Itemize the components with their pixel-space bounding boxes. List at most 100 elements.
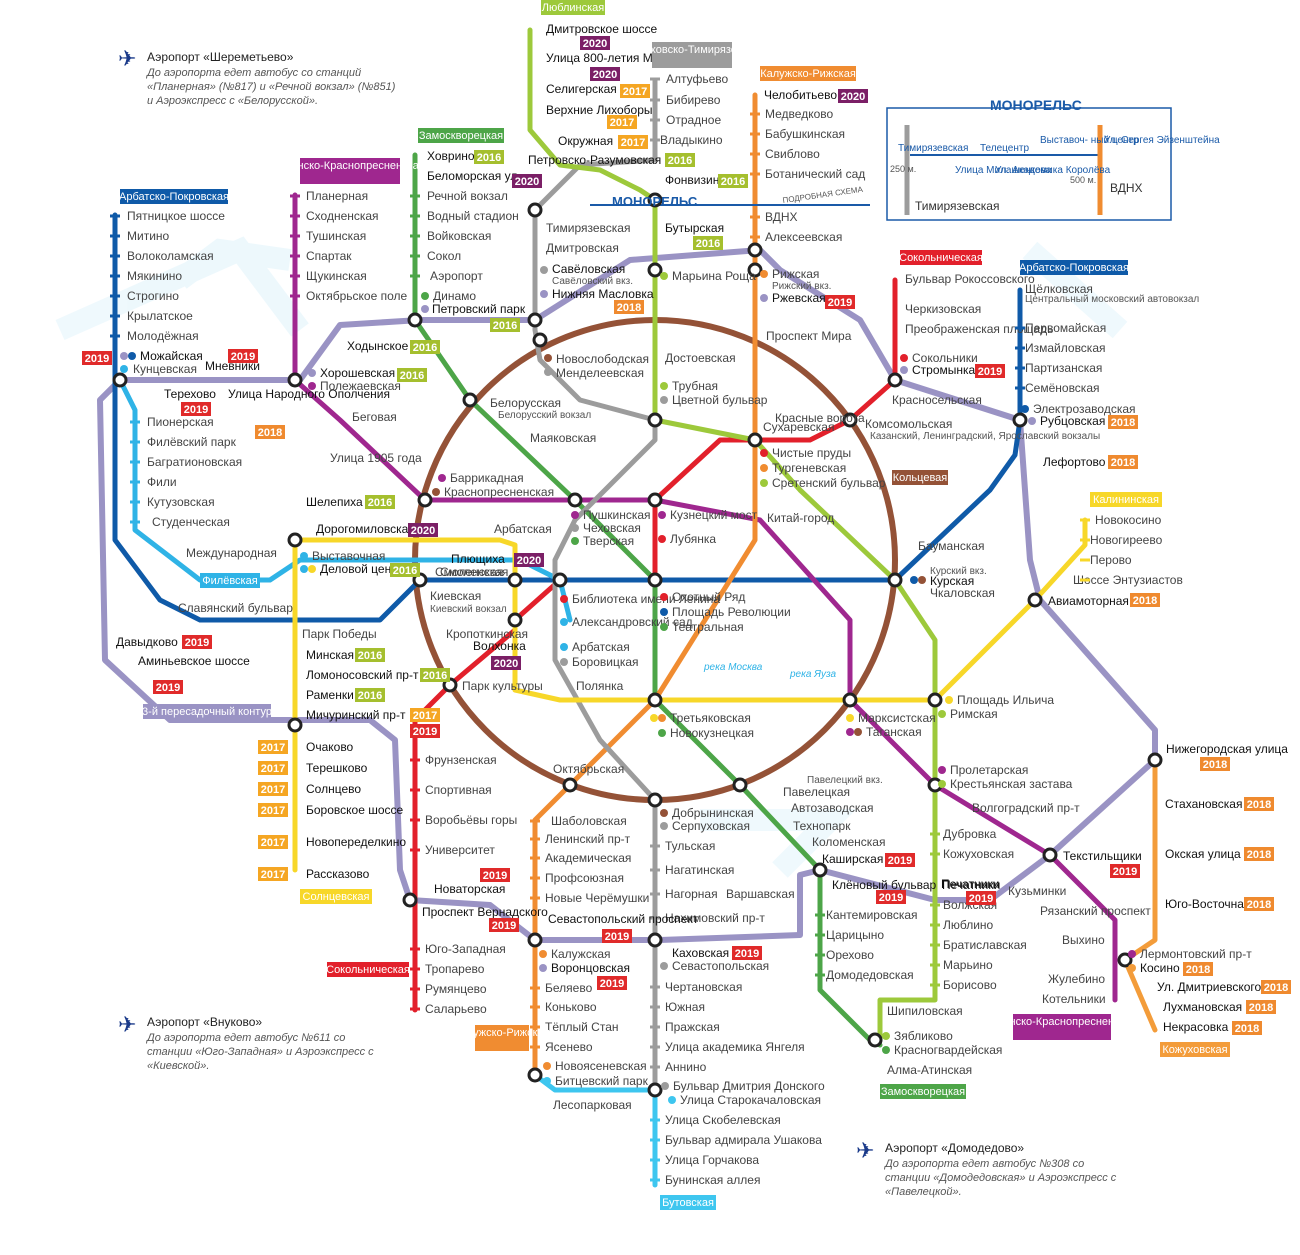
station-label: Бутырская bbox=[665, 221, 724, 235]
interchange-node[interactable] bbox=[527, 1067, 543, 1083]
opening-year-text: 2020 bbox=[841, 91, 865, 103]
interchange-node[interactable] bbox=[647, 572, 663, 588]
interchange-node[interactable] bbox=[867, 1032, 883, 1048]
opening-year-badge: 2019 bbox=[825, 295, 855, 309]
station-label: Преображенская площадь bbox=[905, 322, 1053, 336]
station-label: Петровско-Разумовская bbox=[528, 153, 661, 167]
interchange-node[interactable] bbox=[647, 192, 663, 208]
interchange-node[interactable] bbox=[887, 372, 903, 388]
interchange-node[interactable] bbox=[287, 532, 303, 548]
interchange-node[interactable] bbox=[1027, 592, 1043, 608]
station-label: Минская bbox=[306, 648, 354, 662]
interchange-node[interactable] bbox=[1147, 752, 1163, 768]
opening-year-text: 2019 bbox=[969, 893, 993, 905]
interchange-node[interactable] bbox=[1012, 412, 1028, 428]
opening-year-text: 2019 bbox=[413, 726, 437, 738]
interchange-node[interactable] bbox=[527, 312, 543, 328]
opening-year-badge-bg bbox=[1108, 455, 1138, 469]
station-label: Орехово bbox=[826, 948, 874, 962]
opening-year-text: 2019 bbox=[483, 870, 507, 882]
station-label: Красносельская bbox=[892, 393, 982, 407]
monorail-st-4: Ул. Академика Королёва bbox=[995, 165, 1111, 176]
interchange-node[interactable] bbox=[647, 1082, 663, 1098]
interchange-node[interactable] bbox=[747, 262, 763, 278]
interchange-node[interactable] bbox=[647, 412, 663, 428]
opening-year-badge: 2020 bbox=[838, 89, 868, 103]
opening-year-text: 2016 bbox=[493, 320, 517, 332]
interchange-node[interactable] bbox=[562, 777, 578, 793]
station-label: Перово bbox=[1090, 553, 1132, 567]
station-label: Тушинская bbox=[306, 229, 366, 243]
monorail-note: ПОДРОБНАЯ СХЕМА bbox=[782, 185, 864, 205]
interchange-node[interactable] bbox=[407, 312, 423, 328]
interchange-node[interactable] bbox=[567, 492, 583, 508]
interchange-node[interactable] bbox=[287, 372, 303, 388]
station-label: Косино bbox=[1140, 961, 1180, 975]
station-label: Хорошевская bbox=[320, 366, 395, 380]
station-label: Аминьевское шоссе bbox=[138, 654, 250, 668]
opening-year-badge: 2018 bbox=[255, 425, 285, 439]
interchange-node[interactable] bbox=[647, 262, 663, 278]
interchange-node[interactable] bbox=[1117, 952, 1133, 968]
interchange-node[interactable] bbox=[747, 242, 763, 258]
interchange-node[interactable] bbox=[532, 332, 548, 348]
opening-year-badge: 2020 bbox=[491, 656, 521, 670]
interchange-node[interactable] bbox=[112, 372, 128, 388]
interchange-node[interactable] bbox=[527, 202, 543, 218]
interchange-node[interactable] bbox=[842, 412, 858, 428]
interchange-node[interactable] bbox=[507, 612, 523, 628]
station-label: Парк культуры bbox=[462, 679, 543, 693]
interchange-node[interactable] bbox=[747, 432, 763, 448]
line-name-badge-bg bbox=[1020, 260, 1128, 275]
station-label: Дубровка bbox=[943, 827, 997, 841]
station-dot bbox=[760, 464, 768, 472]
arbatsko-pokrovskaya-line bbox=[112, 212, 1023, 623]
opening-year-badge: 2019 bbox=[82, 351, 112, 365]
interchange-node[interactable] bbox=[842, 692, 858, 708]
station-label: Библиотека имени Ленина bbox=[572, 592, 720, 606]
monorail-st-5: Выставоч- ный центр bbox=[1040, 135, 1139, 146]
interchange-node[interactable] bbox=[647, 792, 663, 808]
opening-year-text: 2016 bbox=[668, 155, 692, 167]
station-label: Фили bbox=[147, 475, 177, 489]
interchange-node[interactable] bbox=[402, 892, 418, 908]
station-label: Ленинский пр-т bbox=[545, 832, 631, 846]
station-dot bbox=[660, 623, 668, 631]
interchange-node[interactable] bbox=[647, 692, 663, 708]
opening-year-badge-bg bbox=[620, 84, 650, 98]
interchange-node[interactable] bbox=[812, 862, 828, 878]
interchange-node[interactable] bbox=[647, 932, 663, 948]
station-label: Беговая bbox=[352, 410, 397, 424]
opening-year-text: 2020 bbox=[583, 38, 607, 50]
interchange-node[interactable] bbox=[1042, 847, 1058, 863]
interchange-node[interactable] bbox=[552, 572, 568, 588]
station-label: Юго-Восточная bbox=[1165, 897, 1250, 911]
station-label: Проспект Вернадского bbox=[422, 905, 548, 919]
station-label: Новокосино bbox=[1095, 513, 1162, 527]
interchange-node[interactable] bbox=[417, 492, 433, 508]
interchange-node[interactable] bbox=[462, 392, 478, 408]
station-label: Раменки bbox=[306, 688, 354, 702]
interchange-node[interactable] bbox=[887, 572, 903, 588]
opening-year-badge: 2018 bbox=[1246, 1000, 1276, 1014]
line-name-badge-bg bbox=[1090, 492, 1162, 507]
line-name-badge: Солнцевская bbox=[300, 889, 372, 904]
interchange-node[interactable] bbox=[507, 572, 523, 588]
interchange-node[interactable] bbox=[927, 692, 943, 708]
station-label: Славянский бульвар bbox=[178, 601, 293, 615]
station-label: Студенческая bbox=[152, 515, 230, 529]
opening-year-badge: 2016 bbox=[365, 495, 395, 509]
station-dot bbox=[1028, 417, 1036, 425]
interchange-node[interactable] bbox=[287, 717, 303, 733]
station-label: Киевский вокзал bbox=[430, 604, 507, 615]
opening-year-badge: 2016 bbox=[390, 563, 420, 577]
opening-year-badge: 2017 bbox=[620, 84, 650, 98]
interchange-node[interactable] bbox=[732, 777, 748, 793]
station-label: Воронцовская bbox=[551, 961, 630, 975]
interchange-node[interactable] bbox=[647, 492, 663, 508]
opening-year-text: 2019 bbox=[828, 297, 852, 309]
station-label: Варшавская bbox=[726, 887, 795, 901]
station-label: Пионерская bbox=[147, 415, 214, 429]
opening-year-text: 2017 bbox=[413, 710, 437, 722]
interchange-node[interactable] bbox=[527, 932, 543, 948]
